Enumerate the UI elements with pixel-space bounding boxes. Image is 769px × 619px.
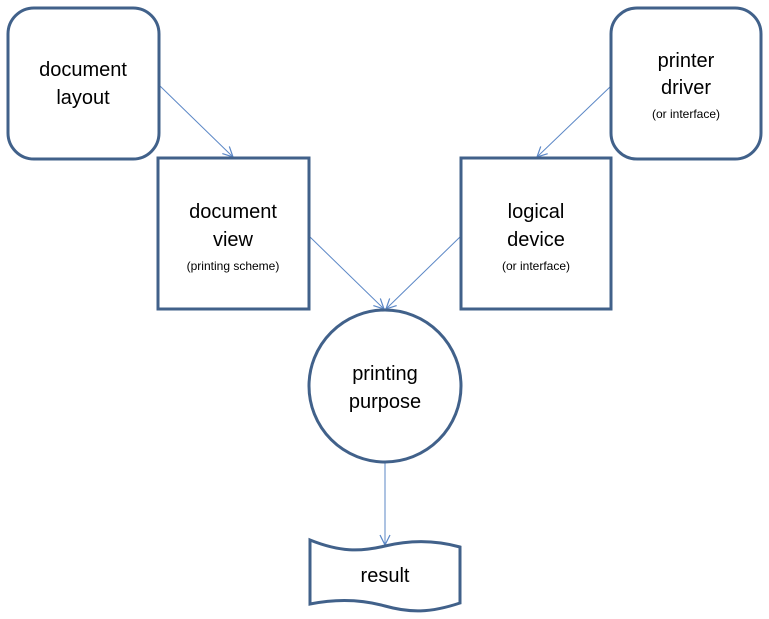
edge-device-to-purpose (386, 235, 462, 309)
node-result: result (308, 537, 462, 613)
node-printing-purpose-line1: printing (352, 363, 418, 385)
node-result-shape (308, 537, 462, 613)
node-printing-purpose-shape (307, 308, 463, 464)
node-document-layout-shape (6, 6, 161, 161)
node-printer-driver-shape (609, 6, 763, 161)
node-printing-purpose: printing purpose (307, 308, 463, 464)
node-document-layout-line2: layout (56, 87, 110, 109)
edge-view-to-purpose (308, 235, 384, 309)
node-document-view-sub: (printing scheme) (187, 259, 280, 273)
edge-driver-to-device (537, 85, 612, 157)
node-printer-driver-sub: (or interface) (652, 107, 720, 121)
node-printer-driver-line2: driver (661, 77, 711, 99)
node-printer-driver-line1: printer (658, 50, 715, 72)
node-logical-device-shape (459, 156, 613, 311)
node-logical-device-line2: device (507, 229, 565, 251)
node-logical-device-sub: (or interface) (502, 259, 570, 273)
edge-layout-to-view (159, 85, 233, 157)
node-document-layout-line1: document (39, 59, 127, 81)
node-document-view-line1: document (189, 201, 277, 223)
node-document-view: document view (printing scheme) (156, 156, 311, 311)
node-document-view-line2: view (213, 229, 254, 251)
node-result-label: result (361, 565, 410, 587)
node-document-layout: document layout (6, 6, 161, 161)
node-document-view-shape (156, 156, 311, 311)
node-logical-device-line1: logical (508, 201, 565, 223)
node-printing-purpose-line2: purpose (349, 391, 421, 413)
node-printer-driver: printer driver (or interface) (609, 6, 763, 161)
node-logical-device: logical device (or interface) (459, 156, 613, 311)
